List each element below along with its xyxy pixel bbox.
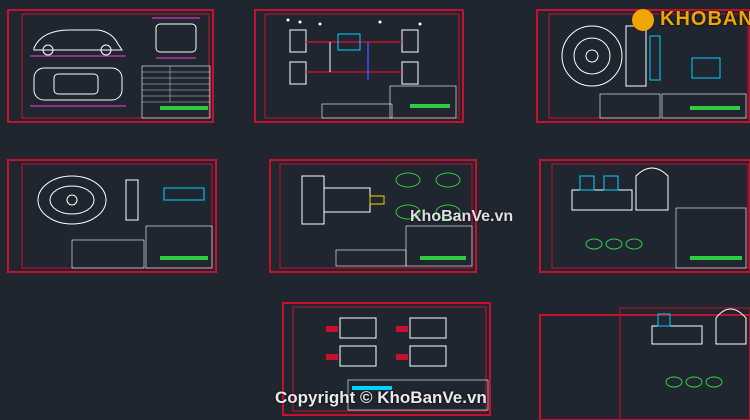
logo-icon	[632, 8, 654, 31]
sheet-partial-assembly[interactable]	[539, 307, 750, 420]
logo-text: KHOBANVE	[660, 8, 750, 30]
sheet-brake-schematic[interactable]	[254, 9, 464, 123]
sheet-drum-brake[interactable]	[7, 159, 217, 273]
sheet-vehicle-views[interactable]	[7, 9, 214, 123]
khobanve-logo: KHOBANVE	[632, 8, 750, 31]
sheet-vacuum-booster[interactable]	[269, 159, 477, 273]
watermark-center: KhoBanVe.vn	[410, 208, 514, 225]
sheet-master-cylinder[interactable]	[539, 159, 750, 273]
watermark-copyright: Copyright © KhoBanVe.vn	[275, 388, 487, 407]
sheet-wheel-cylinders[interactable]	[282, 302, 491, 416]
